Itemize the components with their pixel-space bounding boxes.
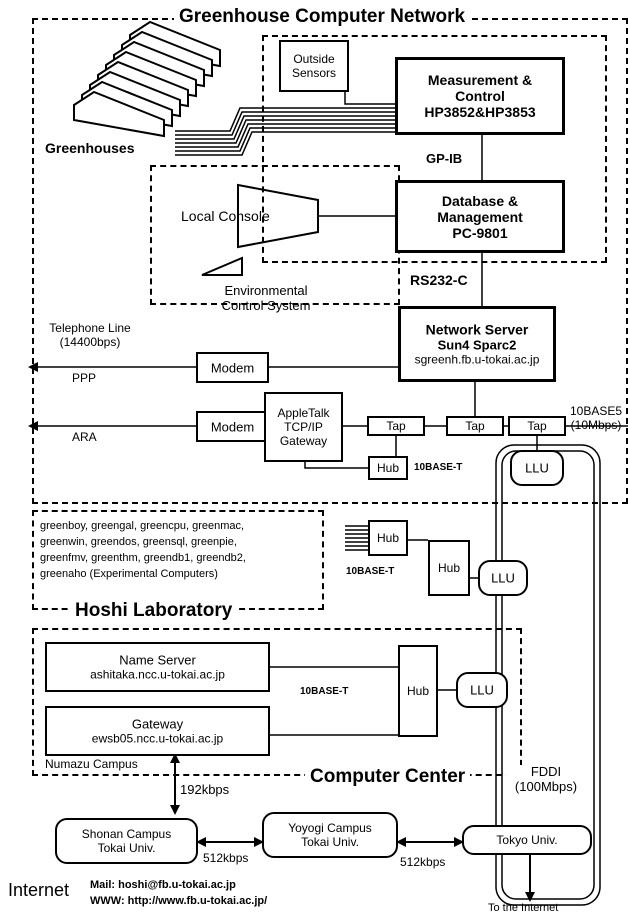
tap-1-box: Tap [367,416,425,436]
tenbaset-label-2: 10BASE-T [346,566,394,578]
shonan-campus-box: Shonan Campus Tokai Univ. [55,818,198,864]
env-control-line2: Control System [205,299,327,314]
gateway-line2: ewsb05.ncc.u-tokai.ac.jp [92,732,223,746]
lab-hosts-line4: greenaho (Experimental Computers) [40,567,246,583]
kbps-512-label-2: 512kbps [400,856,445,870]
yoyogi-line2: Tokai Univ. [288,835,372,849]
outside-sensors-box: Outside Sensors [279,40,349,92]
database-line3: PC-9801 [437,225,523,241]
lab-hosts-line1: greenboy, greengal, greencpu, greenmac, [40,519,246,535]
hub-main-box: Hub [368,456,408,480]
name-server-line2: ashitaka.ncc.u-tokai.ac.jp [90,668,225,682]
tenbase5-line1: 10BASE5 [566,405,626,419]
modem-ppp-box: Modem [196,352,269,383]
tenbase5-line2: (10Mbps) [566,419,626,433]
llu-center-label: LLU [470,683,494,698]
fddi-line1: FDDI [506,765,586,780]
network-server-box: Network Server Sun4 Sparc2 sgreenh.fb.u-… [398,306,556,382]
tap-2-label: Tap [465,419,484,433]
hub-lab-1-box: Hub [368,520,408,556]
tokyo-univ-box: Tokyo Univ. [462,825,592,855]
network-server-line2: Sun4 Sparc2 [415,338,540,353]
fddi-line2: (100Mbps) [506,780,586,795]
appletalk-line2: TCP/IP [277,420,329,434]
greenhouses-label: Greenhouses [45,140,134,156]
yoyogi-campus-box: Yoyogi Campus Tokai Univ. [262,812,398,858]
kbps-512-label-1: 512kbps [203,852,248,866]
lab-hosts-list: greenboy, greengal, greencpu, greenmac, … [40,519,246,583]
gateway-box: Gateway ewsb05.ncc.u-tokai.ac.jp [45,706,270,756]
measurement-line2: Control [424,88,535,104]
measurement-control-box: Measurement & Control HP3852&HP3853 [395,57,565,135]
fddi-label: FDDI (100Mbps) [506,765,586,795]
ara-label: ARA [72,431,97,445]
hoshi-lab-title: Hoshi Laboratory [70,600,237,622]
computer-center-title: Computer Center [305,766,470,788]
hub-lab-1-label: Hub [377,531,399,545]
www-address: WWW: http://www.fb.u-tokai.ac.jp/ [90,895,267,908]
tap-2-box: Tap [446,416,504,436]
network-server-line3: sgreenh.fb.u-tokai.ac.jp [415,353,540,367]
modem-ppp-label: Modem [211,360,254,375]
appletalk-gateway-box: AppleTalk TCP/IP Gateway [264,392,343,462]
env-control-label: Environmental Control System [205,284,327,314]
ppp-label: PPP [72,372,96,386]
to-internet-label: To the Internet [488,902,558,915]
telephone-line-label: Telephone Line (14400bps) [40,322,140,350]
modem-ara-label: Modem [211,419,254,434]
kbps-192-label: 192kbps [180,783,229,798]
tap-3-label: Tap [527,419,546,433]
hub-main-label: Hub [377,461,399,475]
lab-hosts-line3: greenfmv, greenthm, greendb1, greendb2, [40,551,246,567]
yoyogi-line1: Yoyogi Campus [288,821,372,835]
hub-lab-2-label: Hub [438,561,460,575]
llu-lab-label: LLU [491,571,515,586]
env-control-line1: Environmental [205,284,327,299]
name-server-line1: Name Server [90,653,225,668]
lab-hosts-line2: greenwin, greendos, greensql, greenpie, [40,535,246,551]
greenhouse-network-title: Greenhouse Computer Network [174,6,470,28]
network-server-line1: Network Server [415,322,540,338]
llu-lab-box: LLU [478,560,528,596]
tap-1-label: Tap [386,419,405,433]
appletalk-line1: AppleTalk [277,406,329,420]
tap-3-box: Tap [508,416,566,436]
tenbaset-label-3: 10BASE-T [300,686,348,698]
numazu-label: Numazu Campus [45,758,138,772]
database-line1: Database & [437,193,523,209]
llu-greenhouse-label: LLU [525,461,549,476]
measurement-line3: HP3852&HP3853 [424,104,535,120]
gateway-line1: Gateway [92,717,223,732]
llu-greenhouse-box: LLU [510,450,564,486]
appletalk-line3: Gateway [277,434,329,448]
hub-lab-2-box: Hub [428,540,470,596]
telephone-line1: Telephone Line [40,322,140,336]
hub-center-label: Hub [407,684,429,698]
database-line2: Management [437,209,523,225]
measurement-line1: Measurement & [424,72,535,88]
tokyo-univ-label: Tokyo Univ. [496,833,557,847]
llu-center-box: LLU [456,672,508,708]
local-console-label: Local Console [181,208,270,224]
mail-address: Mail: hoshi@fb.u-tokai.ac.jp [90,879,236,892]
name-server-box: Name Server ashitaka.ncc.u-tokai.ac.jp [45,642,270,692]
rs232c-label: RS232-C [410,272,468,288]
tenbase5-label: 10BASE5 (10Mbps) [566,405,626,433]
tenbaset-label-1: 10BASE-T [414,462,462,474]
database-management-box: Database & Management PC-9801 [395,180,565,253]
internet-title: Internet [8,880,69,901]
modem-ara-box: Modem [196,411,269,442]
gpib-label: GP-IB [426,152,462,167]
shonan-line2: Tokai Univ. [82,841,171,855]
outside-sensors-line1: Outside [292,52,336,66]
shonan-line1: Shonan Campus [82,827,171,841]
outside-sensors-line2: Sensors [292,66,336,80]
telephone-line2: (14400bps) [40,336,140,350]
hub-center-box: Hub [398,645,438,737]
